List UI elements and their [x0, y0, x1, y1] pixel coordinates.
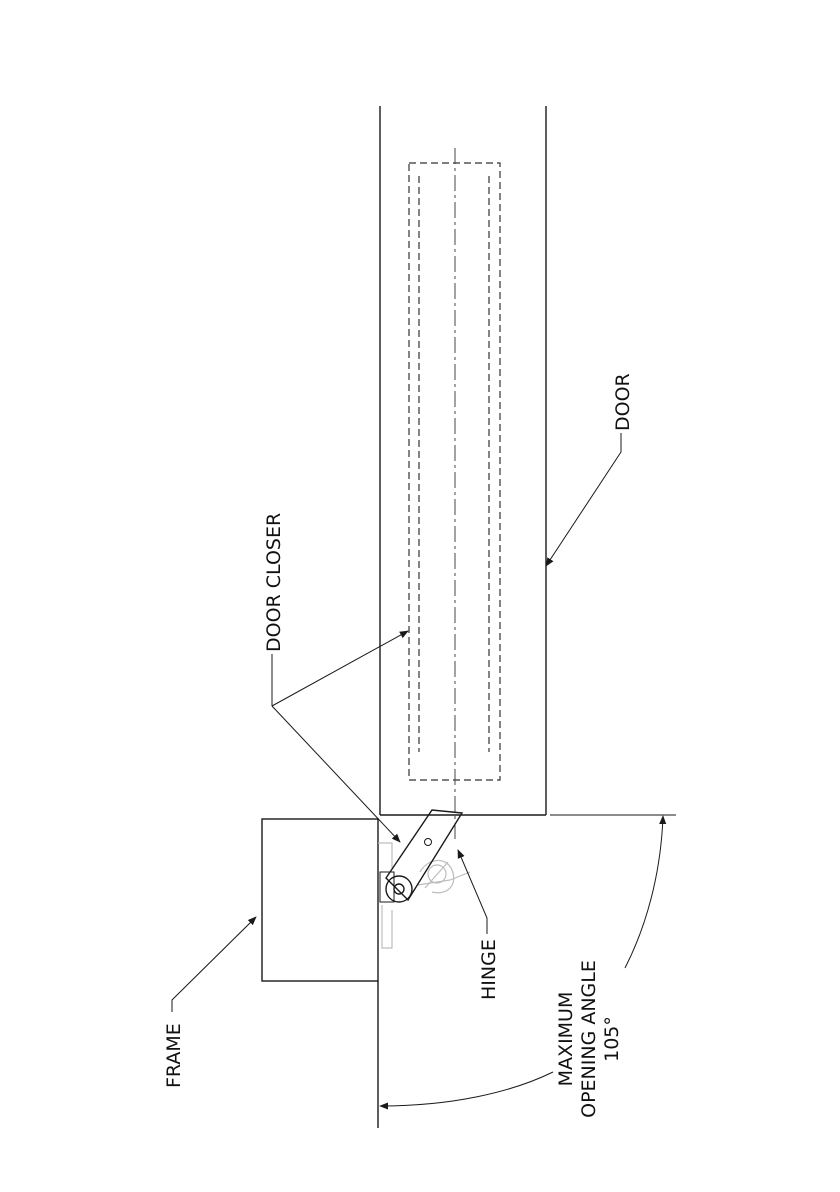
label-max-angle-line2: OPENING ANGLE — [578, 960, 600, 1118]
label-door: DOOR — [612, 373, 634, 431]
label-door-closer: DOOR CLOSER — [263, 513, 285, 652]
door-closer-body — [409, 148, 500, 840]
label-max-angle-line3: 105° — [601, 1016, 623, 1062]
opening-angle-dimension — [380, 815, 676, 1106]
leader-lines — [172, 433, 621, 1012]
frame — [262, 819, 378, 1128]
door-panel — [380, 106, 546, 815]
label-max-angle-line1: MAXIMUM — [555, 992, 577, 1087]
label-hinge: HINGE — [478, 939, 500, 1000]
label-frame: FRAME — [163, 1023, 185, 1088]
hinge-ghost — [378, 843, 470, 948]
